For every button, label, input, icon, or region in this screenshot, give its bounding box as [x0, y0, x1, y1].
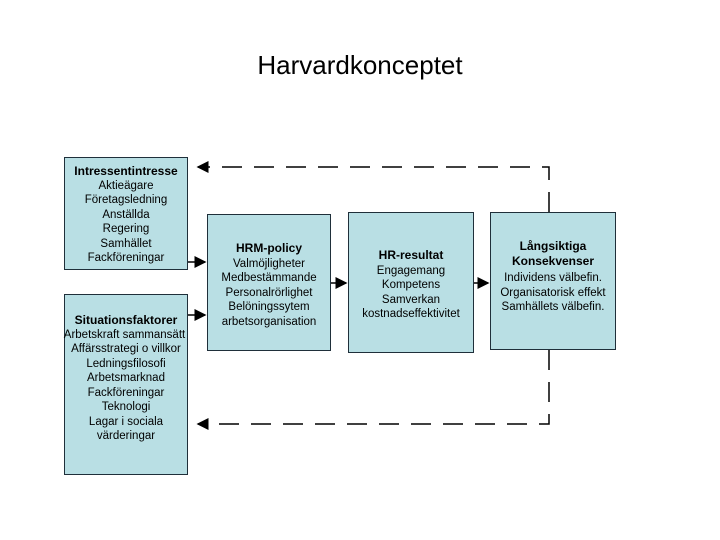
situational-item: värderingar: [96, 430, 156, 442]
feedback-loop-top: [196, 161, 550, 212]
hr-outcomes-item: kostnadseffektivitet: [362, 308, 460, 320]
stakeholder-interests-box: Intressentintresse Aktieägare Företagsle…: [64, 157, 188, 270]
hrm-policy-item: Belöningssytem: [228, 301, 310, 313]
situational-item: Ledningsfilosofi: [86, 357, 166, 370]
hrm-policy-item: Medbestämmande: [221, 272, 317, 284]
page-title: Harvardkonceptet: [257, 50, 463, 80]
stakeholder-item: Aktieägare: [98, 179, 154, 192]
hrm-policy-box: HRM-policy Valmöjligheter Medbestämmande…: [207, 214, 331, 351]
hr-outcomes-item: Samverkan: [381, 293, 441, 306]
long-term-consequences-box: Långsiktiga Konsekvenser Individens välb…: [490, 212, 616, 350]
situational-item: Fackföreningar: [87, 386, 165, 399]
stakeholder-item: Företagsledning: [84, 194, 168, 206]
hrm-policy-item: Valmöjligheter: [232, 257, 305, 270]
long-term-heading: Konsekvenser: [511, 253, 595, 268]
situational-item: Lagar i sociala: [88, 415, 164, 428]
hr-outcomes-heading: HR-resultat: [378, 248, 444, 262]
situational-item: Arbetskraft sammansätt: [63, 328, 186, 341]
feedback-loop-bottom: [196, 350, 550, 430]
long-term-item: Samhällets välbefin.: [501, 301, 605, 313]
stakeholder-heading: Intressentintresse: [74, 164, 178, 178]
stakeholder-item: Samhället: [100, 237, 152, 250]
hr-outcomes-box: HR-resultat Engagemang Kompetens Samverk…: [348, 212, 474, 353]
situational-factors-box: Situationsfaktorer Arbetskraft sammansät…: [64, 294, 188, 475]
hrm-policy-item: arbetsorganisation: [221, 315, 317, 328]
stakeholder-item: Regering: [102, 223, 150, 235]
hr-outcomes-item: Kompetens: [381, 279, 441, 291]
long-term-item: Organisatorisk effekt: [500, 286, 606, 299]
situational-item: Teknologi: [101, 401, 151, 413]
stakeholder-item: Anställda: [102, 208, 150, 221]
hr-outcomes-item: Engagemang: [376, 264, 446, 277]
situational-item: Affärsstrategi o villkor: [71, 343, 181, 355]
situational-heading: Situationsfaktorer: [74, 313, 178, 327]
stakeholder-item: Fackföreningar: [87, 252, 165, 264]
long-term-heading: Långsiktiga: [519, 239, 587, 253]
situational-item: Arbetsmarknad: [87, 372, 165, 384]
hrm-policy-item: Personalrörlighet: [225, 286, 313, 299]
hrm-policy-heading: HRM-policy: [236, 241, 302, 255]
long-term-item: Individens välbefin.: [504, 272, 602, 284]
